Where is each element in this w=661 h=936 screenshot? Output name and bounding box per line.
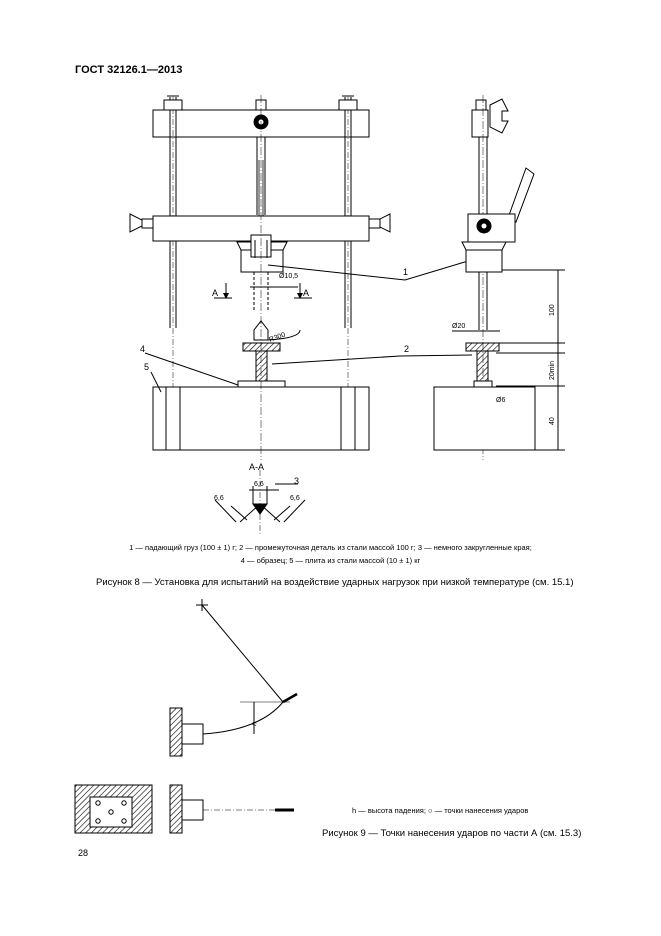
dim-20min: 20min <box>549 361 556 380</box>
section-mark-right: A <box>303 288 309 298</box>
figure-9-drawing: h <box>74 599 298 834</box>
label-h: h <box>251 721 259 726</box>
figure-8-drawing: 1 2 4 5 3 A A A-A Ø10,5 R300 Ø20 Ø6 100 … <box>129 95 565 535</box>
dim-dia-6: Ø6 <box>496 397 505 404</box>
dim-r300: R300 <box>268 332 286 344</box>
callout-3: 3 <box>294 476 299 486</box>
figure-9-legend: h — высота падения; ○ — точки нанесения … <box>352 806 529 815</box>
section-mark-left: A <box>212 288 218 298</box>
callout-1: 1 <box>403 267 408 277</box>
figure-8-legend-line-2: 4 — образец; 5 — плита из стали массой (… <box>240 556 421 565</box>
figure-9-caption: Рисунок 9 — Точки нанесения ударов по ча… <box>322 828 582 839</box>
dim-6-6-left: 6,6 <box>214 495 224 502</box>
figure-8-caption: Рисунок 8 — Установка для испытаний на в… <box>96 577 574 588</box>
dim-dia-10-5: Ø10,5 <box>279 273 298 280</box>
figure-8-legend-line-1: 1 — падающий груз (100 ± 1) г; 2 — проме… <box>129 543 532 552</box>
dim-dia-20: Ø20 <box>452 323 465 330</box>
document-header: ГОСТ 32126.1—2013 <box>75 64 183 76</box>
dim-40: 40 <box>549 417 556 425</box>
page-number: 28 <box>78 848 89 858</box>
section-title: A-A <box>249 462 264 472</box>
callout-4: 4 <box>140 344 145 354</box>
dim-100: 100 <box>549 304 556 316</box>
dim-6-6-right: 6,6 <box>290 495 300 502</box>
dim-6-6-top: 6,6 <box>254 481 264 488</box>
callout-5: 5 <box>144 362 149 372</box>
callout-2: 2 <box>404 344 409 354</box>
